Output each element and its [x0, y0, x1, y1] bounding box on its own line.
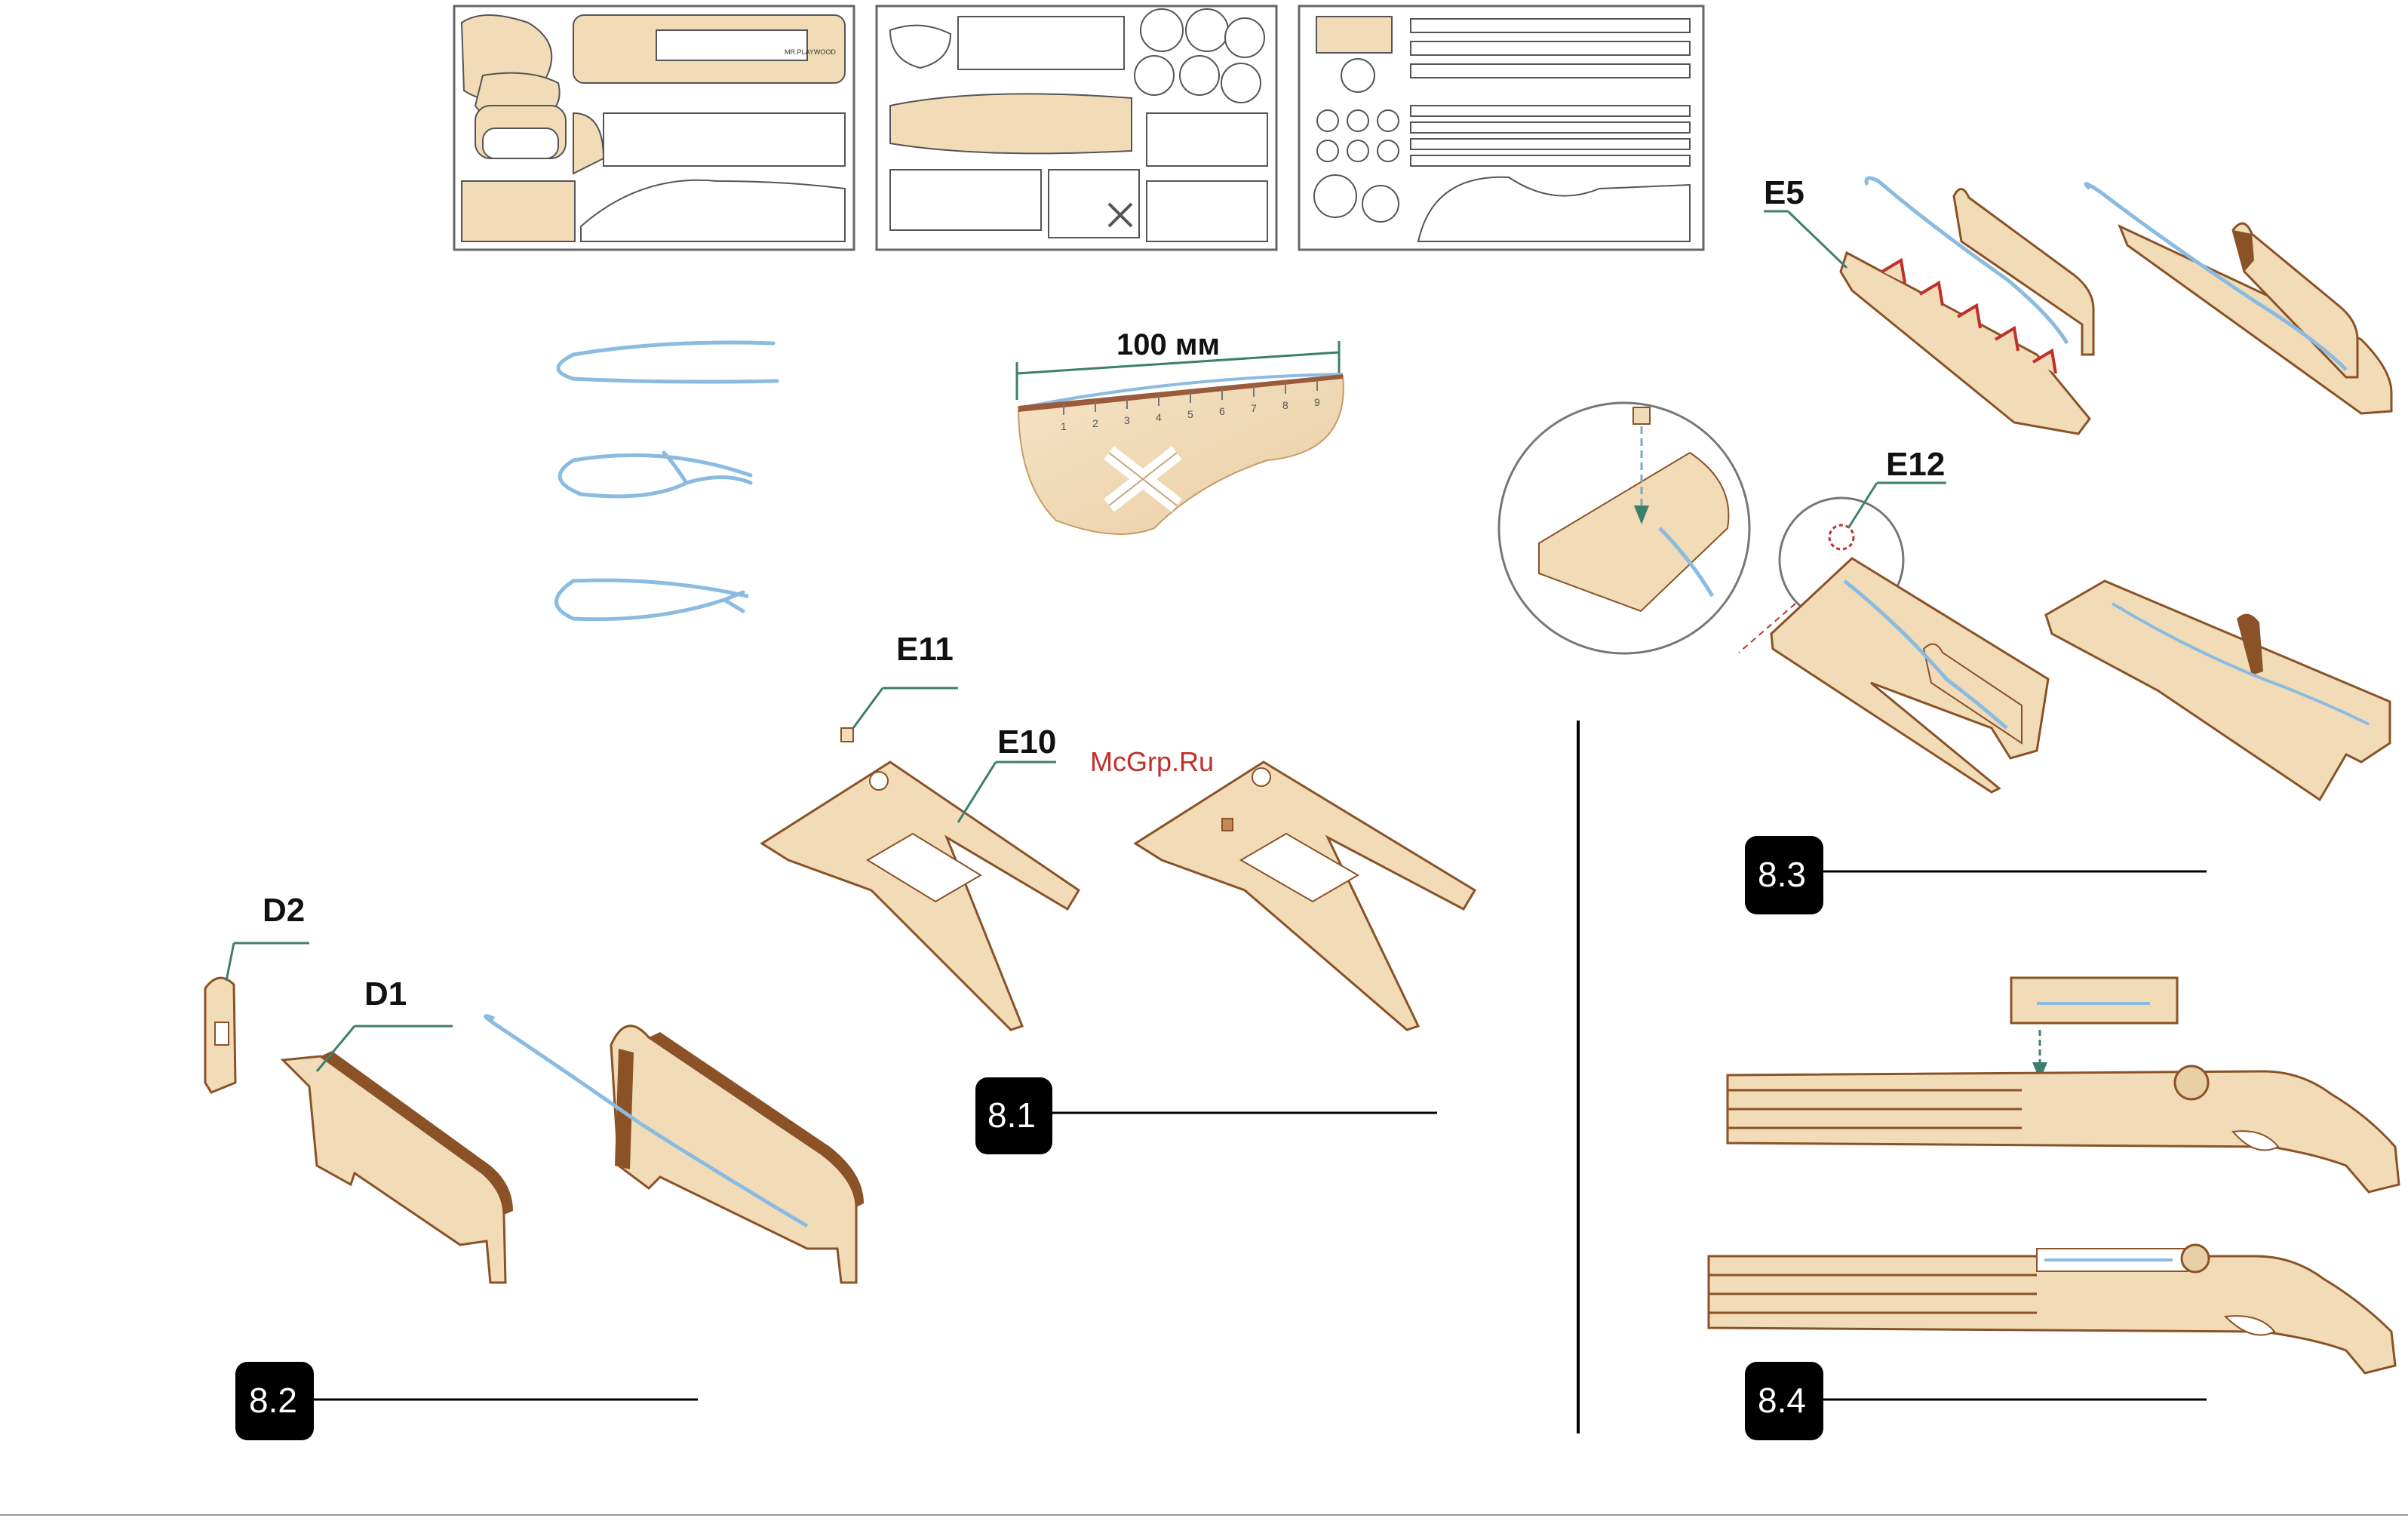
part-e11-block — [841, 728, 853, 742]
part-label-e10: E10 — [997, 724, 1056, 760]
sheet-2 — [877, 6, 1276, 250]
sheet-brand-text: MR.PLAYWOOD — [785, 48, 836, 56]
step-8-2-parts: D2 D1 8.2 — [205, 892, 864, 1440]
ruler-tick-2: 2 — [1092, 417, 1098, 429]
ruler-tick-1: 1 — [1061, 420, 1067, 432]
sheet-1: MR.PLAYWOOD — [454, 6, 854, 250]
string-knot-steps — [557, 343, 778, 619]
ruler-tick-5: 5 — [1187, 408, 1193, 420]
part-e10-plate — [762, 762, 1079, 1030]
step-number-8-3: 8.3 — [1758, 855, 1806, 894]
assembled-d1-d2 — [611, 1026, 856, 1283]
string-tied-loop — [557, 580, 748, 619]
ruler-tick-9: 9 — [1314, 396, 1320, 408]
rifle-assembly-bottom — [1709, 1256, 2395, 1373]
gear-icon — [2175, 1066, 2208, 1099]
part-label-e12: E12 — [1886, 446, 1945, 483]
ruler-measure: 100 мм 1 2 3 4 5 6 7 8 9 — [1017, 328, 1344, 534]
part-label-d2: D2 — [263, 892, 305, 929]
step-8-1-parts: E11 E10 McGrp.Ru 8.1 — [762, 631, 1475, 1154]
part-label-d1: D1 — [364, 976, 407, 1012]
sheet-3 — [1299, 6, 1703, 250]
string-tying-knot — [560, 453, 751, 496]
step-8-3-parts: E5 E12 8.3 — [1499, 174, 2391, 914]
ruler-tick-6: 6 — [1219, 405, 1225, 417]
part-label-e11: E11 — [896, 631, 954, 668]
step-8-4-parts: 8.4 — [1709, 978, 2399, 1440]
watermark-text: McGrp.Ru — [1090, 746, 1214, 777]
assembled-e12-stage — [1771, 558, 2048, 792]
step-number-8-1: 8.1 — [987, 1095, 1036, 1135]
step-number-8-4: 8.4 — [1758, 1381, 1806, 1420]
ruler-length-label: 100 мм — [1116, 328, 1220, 361]
part-label-e5: E5 — [1764, 174, 1804, 211]
step-number-8-2: 8.2 — [249, 1381, 297, 1420]
part-d1-piece — [283, 1056, 505, 1283]
ruler-tick-7: 7 — [1251, 402, 1257, 414]
ruler-tick-8: 8 — [1282, 399, 1288, 411]
mechanism-insert — [2011, 978, 2177, 1023]
string-open-loop — [558, 343, 777, 382]
ruler-tick-3: 3 — [1124, 414, 1130, 426]
ruler-tick-4: 4 — [1156, 411, 1162, 423]
assembled-stock-stage — [2046, 581, 2390, 800]
